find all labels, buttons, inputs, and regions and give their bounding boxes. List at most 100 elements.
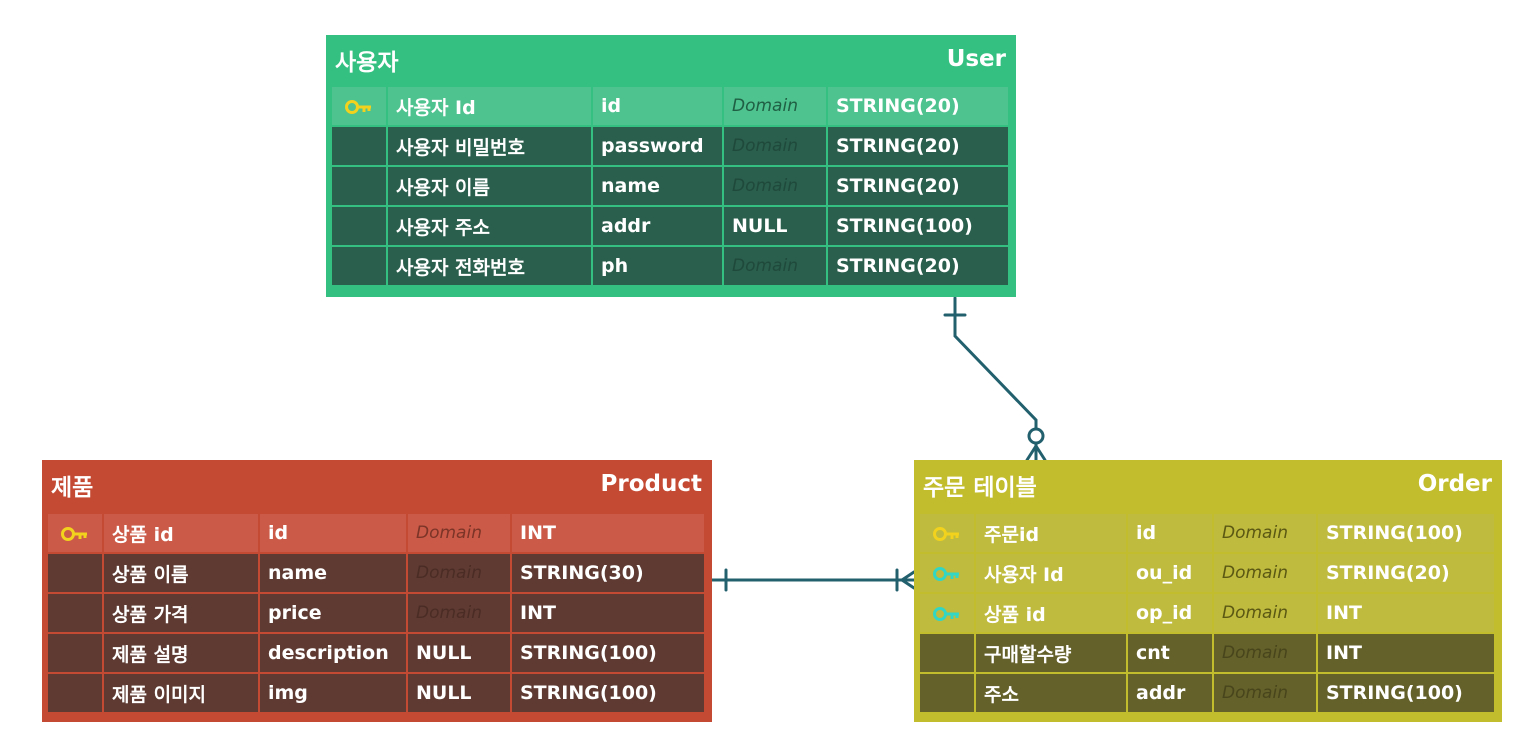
column-logical-name: 구매할수량	[976, 634, 1128, 674]
order-entity-header[interactable]: 주문 테이블 Order	[914, 460, 1502, 514]
column-type: INT	[512, 514, 706, 554]
column-type: STRING(100)	[828, 207, 1010, 247]
column-domain: Domain	[1214, 554, 1318, 594]
column-domain: Domain	[408, 594, 512, 634]
column-logical-name: 상품 가격	[104, 594, 260, 634]
foreign-key-cell	[920, 554, 976, 594]
column-physical-name: ou_id	[1128, 554, 1214, 594]
product-entity[interactable]: 제품 Product 상품 id id Domain INT 상품 이름 nam…	[42, 460, 712, 722]
key-icon	[345, 99, 371, 114]
column-physical-name: img	[260, 674, 408, 714]
column-logical-name: 사용자 전화번호	[388, 247, 593, 287]
key-cell	[48, 594, 104, 634]
product-entity-header[interactable]: 제품 Product	[42, 460, 712, 514]
column-type: INT	[1318, 594, 1496, 634]
order-end-crowfoot-bottom	[900, 578, 916, 590]
column-logical-name: 주소	[976, 674, 1128, 714]
column-physical-name: id	[260, 514, 408, 554]
entity-physical-name: Product	[600, 471, 702, 497]
column-logical-name: 주문id	[976, 514, 1128, 554]
column-logical-name: 상품 id	[976, 594, 1128, 634]
primary-key-cell	[332, 87, 388, 127]
key-cell	[48, 674, 104, 714]
foreign-key-icon	[933, 606, 959, 621]
entity-physical-name: Order	[1417, 471, 1492, 497]
column-physical-name: id	[1128, 514, 1214, 554]
foreign-key-cell	[920, 594, 976, 634]
column-domain: Domain	[724, 127, 828, 167]
key-cell	[48, 634, 104, 674]
key-cell	[332, 247, 388, 287]
primary-key-cell	[920, 514, 976, 554]
key-icon	[933, 526, 959, 541]
order-columns-table: 주문id id Domain STRING(100) 사용자 Id ou_id …	[920, 514, 1496, 714]
table-row[interactable]: 상품 이름 name Domain STRING(30)	[48, 554, 706, 594]
order-end-crowfoot-right	[1034, 444, 1047, 462]
column-physical-name: name	[593, 167, 724, 207]
table-row[interactable]: 주소 addr Domain STRING(100)	[920, 674, 1496, 714]
column-logical-name: 사용자 Id	[388, 87, 593, 127]
table-row[interactable]: 제품 설명 description NULL STRING(100)	[48, 634, 706, 674]
column-physical-name: addr	[593, 207, 724, 247]
column-logical-name: 사용자 주소	[388, 207, 593, 247]
entity-physical-name: User	[946, 46, 1006, 72]
column-domain: Domain	[1214, 634, 1318, 674]
user-order-line	[953, 296, 1038, 462]
column-logical-name: 사용자 Id	[976, 554, 1128, 594]
table-row[interactable]: 주문id id Domain STRING(100)	[920, 514, 1496, 554]
column-logical-name: 제품 이미지	[104, 674, 260, 714]
column-type: STRING(20)	[1318, 554, 1496, 594]
column-physical-name: cnt	[1128, 634, 1214, 674]
column-physical-name: price	[260, 594, 408, 634]
table-row[interactable]: 상품 id id Domain INT	[48, 514, 706, 554]
user-order-relationship[interactable]	[943, 296, 1047, 462]
column-type: STRING(20)	[828, 167, 1010, 207]
column-type: STRING(20)	[828, 247, 1010, 287]
product-order-relationship[interactable]	[710, 568, 916, 592]
user-entity[interactable]: 사용자 User 사용자 Id id Domain STRING(20) 사용자…	[326, 35, 1016, 297]
column-physical-name: ph	[593, 247, 724, 287]
user-entity-header[interactable]: 사용자 User	[326, 35, 1016, 87]
column-physical-name: name	[260, 554, 408, 594]
column-logical-name: 제품 설명	[104, 634, 260, 674]
foreign-key-icon	[933, 566, 959, 581]
column-type: STRING(30)	[512, 554, 706, 594]
column-domain: Domain	[1214, 594, 1318, 634]
order-entity[interactable]: 주문 테이블 Order 주문id id Domain STRING(100) …	[914, 460, 1502, 722]
column-domain: Domain	[408, 514, 512, 554]
column-domain: Domain	[724, 167, 828, 207]
column-domain: Domain	[1214, 514, 1318, 554]
table-row[interactable]: 사용자 주소 addr NULL STRING(100)	[332, 207, 1010, 247]
column-domain: Domain	[724, 87, 828, 127]
column-physical-name: addr	[1128, 674, 1214, 714]
column-physical-name: id	[593, 87, 724, 127]
user-columns-table: 사용자 Id id Domain STRING(20) 사용자 비밀번호 pas…	[332, 87, 1010, 287]
table-row[interactable]: 상품 id op_id Domain INT	[920, 594, 1496, 634]
table-row[interactable]: 사용자 Id ou_id Domain STRING(20)	[920, 554, 1496, 594]
key-icon	[61, 526, 87, 541]
table-row[interactable]: 사용자 Id id Domain STRING(20)	[332, 87, 1010, 127]
column-type: STRING(20)	[828, 87, 1010, 127]
column-type: STRING(100)	[1318, 674, 1496, 714]
column-domain: NULL	[408, 634, 512, 674]
key-cell	[332, 207, 388, 247]
column-type: STRING(20)	[828, 127, 1010, 167]
column-type: INT	[512, 594, 706, 634]
key-cell	[48, 554, 104, 594]
column-domain: NULL	[724, 207, 828, 247]
entity-logical-name: 주문 테이블	[923, 475, 1037, 501]
order-end-crowfoot-top	[900, 570, 916, 582]
column-physical-name: password	[593, 127, 724, 167]
table-row[interactable]: 구매할수량 cnt Domain INT	[920, 634, 1496, 674]
column-physical-name: op_id	[1128, 594, 1214, 634]
order-end-crowfoot-left	[1025, 444, 1038, 462]
column-type: STRING(100)	[512, 634, 706, 674]
column-domain: Domain	[1214, 674, 1318, 714]
table-row[interactable]: 사용자 이름 name Domain STRING(20)	[332, 167, 1010, 207]
table-row[interactable]: 사용자 전화번호 ph Domain STRING(20)	[332, 247, 1010, 287]
table-row[interactable]: 제품 이미지 img NULL STRING(100)	[48, 674, 706, 714]
table-row[interactable]: 사용자 비밀번호 password Domain STRING(20)	[332, 127, 1010, 167]
table-row[interactable]: 상품 가격 price Domain INT	[48, 594, 706, 634]
column-logical-name: 사용자 이름	[388, 167, 593, 207]
key-cell	[332, 127, 388, 167]
